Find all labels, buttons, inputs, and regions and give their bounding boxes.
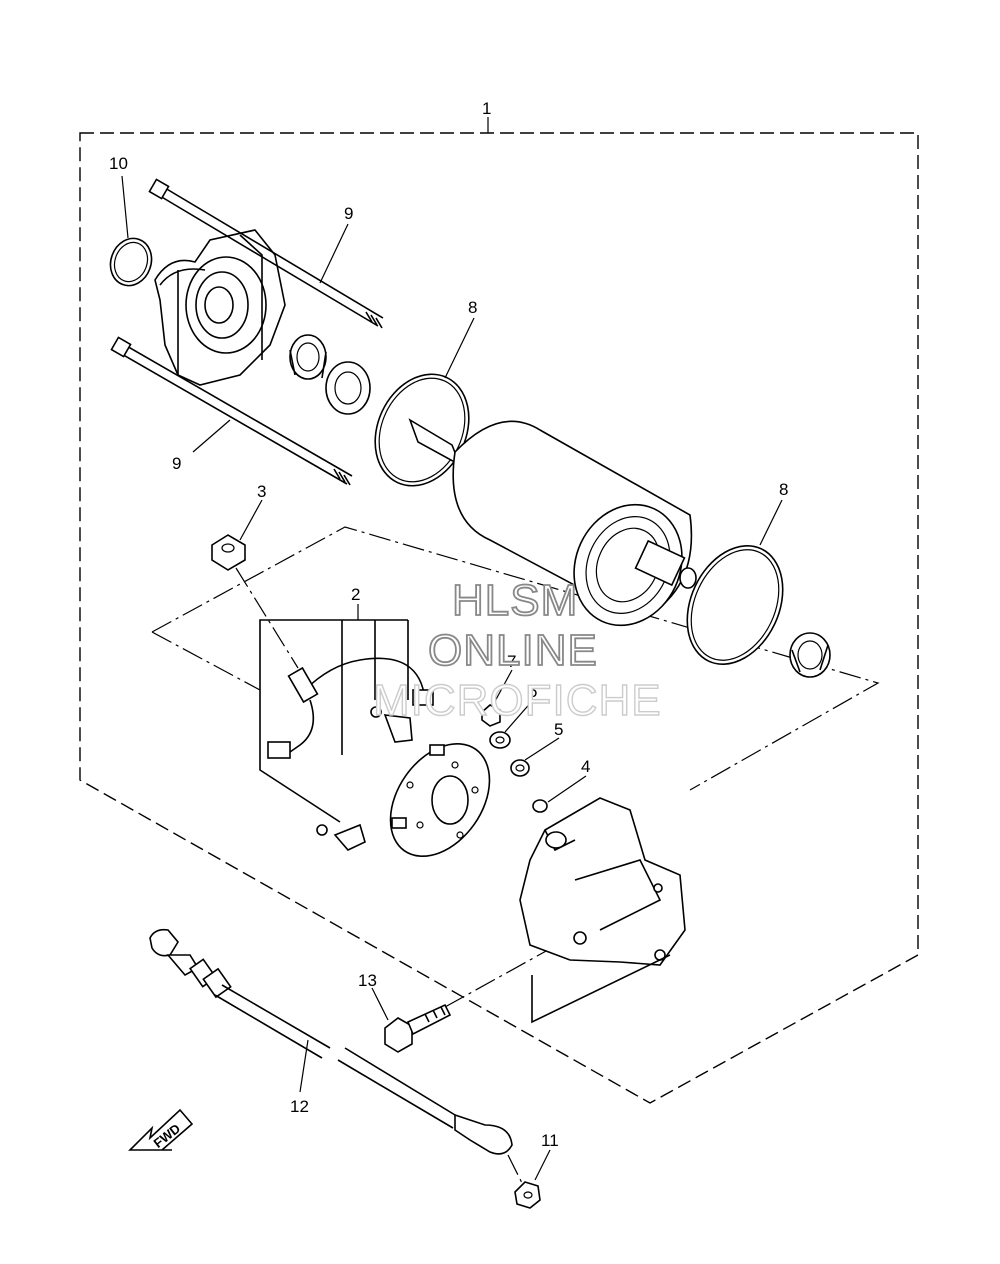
brush-holders — [316, 706, 413, 851]
nut-item-7 — [481, 704, 501, 727]
starter-cable-item-12 — [149, 928, 513, 1155]
callout-10: 10 — [109, 154, 128, 173]
through-bolt-upper — [148, 178, 384, 329]
callout-7: 7 — [507, 652, 516, 671]
watermark-line-2: ONLINE — [428, 626, 598, 675]
nut-item-11 — [514, 1181, 541, 1209]
callout-8-lower: 8 — [779, 480, 788, 499]
washer-item-6 — [489, 731, 511, 749]
callout-1: 1 — [482, 99, 491, 118]
washer-item-5 — [510, 759, 530, 777]
callout-13: 13 — [358, 971, 377, 990]
leader-lines — [121, 117, 783, 1181]
motor-yoke — [408, 418, 697, 627]
watermark: HLSM ONLINE MICROFICHE — [372, 575, 662, 726]
through-bolt-lower — [110, 336, 353, 486]
callout-11: 11 — [541, 1131, 559, 1150]
watermark-line-3: MICROFICHE — [373, 676, 662, 725]
brush-set-bracket — [259, 619, 409, 823]
brush-lead-wires — [267, 657, 434, 759]
callout-labels: 1 2 3 4 5 6 7 8 8 9 9 10 11 12 13 — [109, 99, 788, 1150]
front-cover — [154, 229, 286, 386]
callout-9-lower: 9 — [172, 454, 181, 473]
rear-end-cover — [519, 797, 686, 1024]
oil-seal — [325, 361, 371, 415]
watermark-line-1: HLSM — [452, 576, 578, 625]
callout-9-upper: 9 — [344, 204, 353, 223]
nut-item-3 — [211, 534, 246, 571]
callout-5: 5 — [554, 720, 563, 739]
o-ring-item-4 — [532, 799, 548, 813]
needle-bearing-rear — [789, 632, 831, 678]
callout-8-upper: 8 — [468, 298, 477, 317]
callout-12: 12 — [290, 1097, 309, 1116]
bolt-item-13 — [384, 1003, 452, 1053]
callout-2: 2 — [351, 585, 360, 604]
forward-direction-arrow: FWD — [128, 1108, 194, 1151]
brush-plate — [389, 742, 491, 858]
callout-6: 6 — [528, 682, 537, 701]
callout-3: 3 — [257, 482, 266, 501]
o-ring-item-8-lower — [686, 545, 784, 665]
assembly-boundary — [79, 132, 919, 1104]
o-ring-item-10 — [109, 237, 153, 287]
callout-4: 4 — [581, 757, 590, 776]
needle-bearing-front — [289, 334, 327, 380]
